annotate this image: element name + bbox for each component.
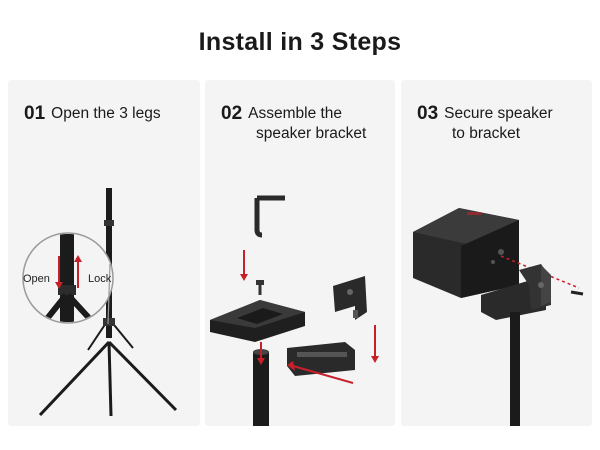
- tripod-leg: [38, 340, 111, 417]
- open-label: Open: [23, 273, 50, 285]
- step-2-heading: 02 Assemble the speaker bracket: [221, 104, 366, 144]
- stand-pole: [510, 312, 520, 426]
- tripod-illustration: Open Lock: [22, 188, 178, 417]
- step-1-panel: 01 Open the 3 legs Open Lock: [8, 80, 200, 426]
- bracket-piece: [333, 276, 367, 320]
- tripod-leg: [107, 341, 113, 417]
- hex-key: [254, 198, 263, 238]
- screw-icon: [256, 280, 264, 285]
- step-text-line2: speaker bracket: [256, 125, 367, 142]
- screw-icon: [570, 290, 584, 296]
- rail-bracket: [287, 342, 355, 376]
- page-title: Install in 3 Steps: [198, 28, 402, 56]
- speaker-mount-illustration: [413, 208, 584, 426]
- step-3-heading: 03 Secure speaker to bracket: [417, 104, 553, 144]
- step-number: 03: [417, 103, 439, 124]
- bracket-assembly-illustration: [210, 195, 379, 426]
- step-text: Secure speaker: [444, 105, 553, 122]
- step-number: 01: [24, 103, 46, 124]
- step-1-heading: 01 Open the 3 legs: [24, 104, 161, 124]
- step-text: Open the 3 legs: [51, 105, 161, 122]
- step-text: Assemble the: [248, 105, 343, 122]
- tripod-leg: [107, 340, 178, 412]
- step-3-panel: 03 Secure speaker to bracket: [401, 80, 592, 426]
- stand-pole: [253, 352, 269, 426]
- step-2-panel: 02 Assemble the speaker bracket: [205, 80, 395, 426]
- lock-label: Lock: [88, 273, 112, 285]
- step-text-line2: to bracket: [452, 125, 521, 142]
- step-number: 02: [221, 103, 243, 124]
